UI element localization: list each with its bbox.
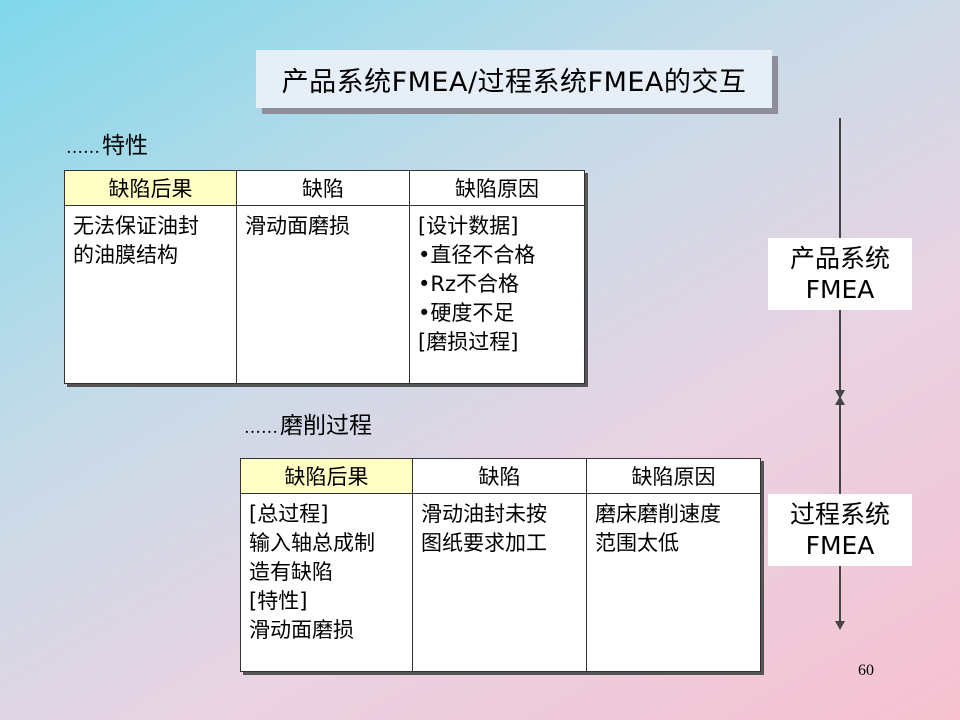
header-defect-effect: 缺陷后果: [240, 458, 413, 494]
cell-line: [总过程]: [249, 502, 329, 526]
cell-line: 的油膜结构: [73, 243, 178, 267]
side-label-line: 产品系统: [789, 244, 890, 273]
side-label-line: FMEA: [805, 275, 875, 304]
cell-defect-cause: 磨床磨削速度 范围太低: [586, 493, 761, 672]
section-label-text: 磨削过程: [280, 413, 372, 439]
side-label-line: 过程系统: [789, 500, 890, 529]
cell-line: •Rz不合格: [418, 272, 520, 296]
header-defect-effect: 缺陷后果: [64, 170, 237, 206]
cell-line: •直径不合格: [418, 243, 536, 267]
cell-line: 磨床磨削速度: [595, 502, 721, 526]
cell-line: 无法保证油封: [73, 214, 199, 238]
header-defect: 缺陷: [412, 458, 587, 494]
cell-defect-effect: [总过程] 输入轴总成制 造有缺陷 [特性] 滑动面磨损: [240, 493, 413, 672]
product-fmea-label: 产品系统 FMEA: [768, 238, 912, 310]
product-fmea-table: 缺陷后果 缺陷 缺陷原因 无法保证油封 的油膜结构 滑动面磨损 [设计数据] •…: [64, 170, 585, 384]
section-label-grinding-process: ……磨削过程: [244, 406, 372, 440]
cell-line: 造有缺陷: [249, 560, 333, 584]
cell-line: [设计数据]: [418, 214, 519, 238]
process-fmea-label: 过程系统 FMEA: [768, 494, 912, 566]
table-row: [总过程] 输入轴总成制 造有缺陷 [特性] 滑动面磨损 滑动油封未按 图纸要求…: [240, 493, 761, 672]
side-label-line: FMEA: [805, 531, 875, 560]
cell-line: 滑动面磨损: [249, 618, 354, 642]
slide-title-text: 产品系统FMEA/过程系统FMEA的交互: [281, 66, 747, 98]
section-label-text: 特性: [102, 133, 148, 159]
arrow-down-icon: [835, 390, 845, 399]
header-defect-cause: 缺陷原因: [409, 170, 585, 206]
header-defect: 缺陷: [236, 170, 410, 206]
cell-line: 滑动油封未按: [421, 502, 547, 526]
header-defect-cause: 缺陷原因: [586, 458, 761, 494]
slide-title: 产品系统FMEA/过程系统FMEA的交互: [256, 50, 772, 108]
cell-line: 范围太低: [595, 531, 679, 555]
cell-defect: 滑动油封未按 图纸要求加工: [412, 493, 587, 672]
arrow-down-icon: [835, 621, 845, 630]
cell-line: 图纸要求加工: [421, 531, 547, 555]
arrow-up-icon: [835, 396, 845, 405]
cell-defect: 滑动面磨损: [236, 205, 410, 384]
table-row: 无法保证油封 的油膜结构 滑动面磨损 [设计数据] •直径不合格 •Rz不合格 …: [64, 205, 585, 384]
cell-line: [特性]: [249, 589, 308, 613]
section-label-characteristics: ……特性: [66, 126, 148, 160]
cell-line: 输入轴总成制: [249, 531, 375, 555]
process-fmea-table: 缺陷后果 缺陷 缺陷原因 [总过程] 输入轴总成制 造有缺陷 [特性] 滑动面磨…: [240, 458, 761, 672]
page-number: 60: [858, 662, 874, 679]
cell-defect-cause: [设计数据] •直径不合格 •Rz不合格 •硬度不足 [磨损过程]: [409, 205, 585, 384]
cell-line: •硬度不足: [418, 301, 515, 325]
cell-defect-effect: 无法保证油封 的油膜结构: [64, 205, 237, 384]
ellipsis: ……: [244, 418, 278, 438]
table-header-row: 缺陷后果 缺陷 缺陷原因: [64, 170, 585, 206]
cell-line: 滑动面磨损: [245, 214, 350, 238]
table-header-row: 缺陷后果 缺陷 缺陷原因: [240, 458, 761, 494]
cell-line: [磨损过程]: [418, 330, 519, 354]
ellipsis: ……: [66, 138, 100, 158]
